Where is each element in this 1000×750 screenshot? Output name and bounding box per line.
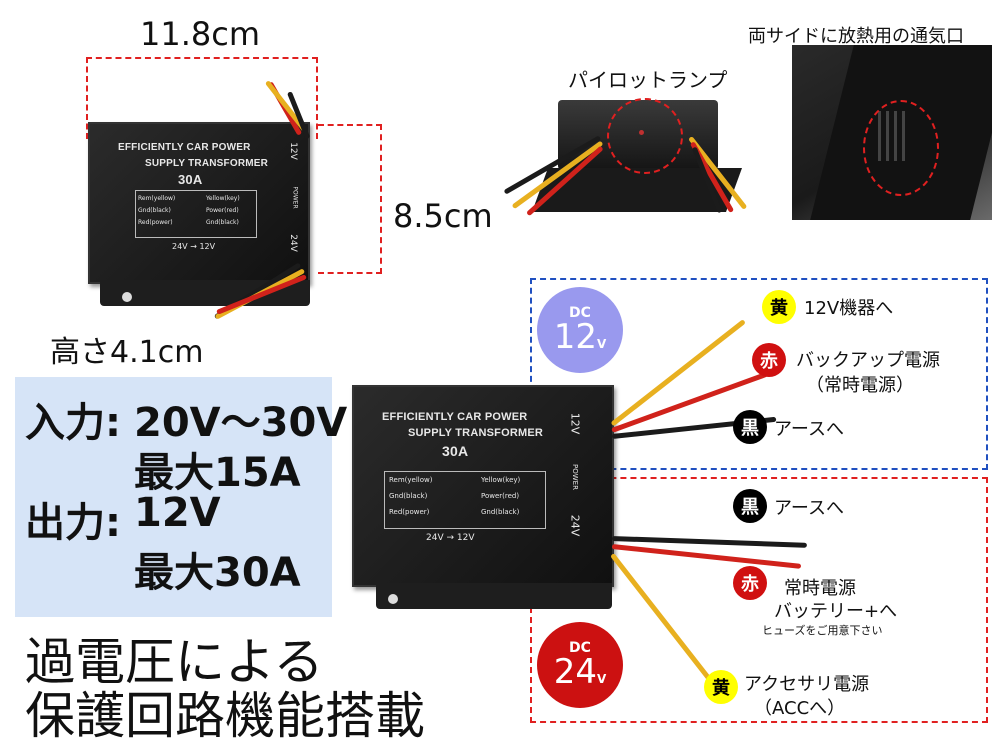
badge-12-black: 黒 <box>733 410 767 444</box>
badge-12-black-text: 黒 <box>741 418 759 439</box>
badge-24-black-text: 黒 <box>741 497 759 518</box>
wire-24-red-sub: バッテリー+へ <box>774 601 898 622</box>
badge-24-black: 黒 <box>733 489 767 523</box>
device-title-2: SUPPLY TRANSFORMER <box>145 158 269 169</box>
device-main-flange <box>376 583 612 609</box>
wire-label-red-left: Red(power) <box>138 219 173 226</box>
device-main-power-label: POWER <box>571 464 580 490</box>
device-main-amp: 30A <box>442 443 469 459</box>
wire-label-gnd-left: Gnd(black) <box>138 207 171 214</box>
spec-panel <box>15 377 332 617</box>
badge-12-red: 赤 <box>752 343 786 377</box>
pilot-lamp-dot <box>639 130 644 135</box>
spec-input-value: 20V〜30V <box>134 400 348 446</box>
wire-12-red-desc: バックアップ電源 <box>796 350 940 371</box>
wire-12-yellow-desc: 12V機器へ <box>804 298 894 319</box>
device-power-label: POWER <box>291 186 299 209</box>
dc24-unit: V <box>596 672 607 686</box>
pilot-lamp-highlight <box>607 98 683 174</box>
wire-24-yellow-sub: （ACCへ） <box>754 698 846 719</box>
dim-depth-box <box>318 124 382 274</box>
badge-12-yellow: 黄 <box>762 290 796 324</box>
spec-output-label: 出力: <box>25 500 121 546</box>
device-main-hole <box>388 594 398 604</box>
badge-24-yellow-text: 黄 <box>712 678 730 699</box>
main-wire-label-power-right: Power(red) <box>481 492 520 500</box>
device-amp: 30A <box>178 172 203 187</box>
device-topleft: EFFICIENTLY CAR POWER SUPPLY TRANSFORMER… <box>88 122 310 284</box>
device-topleft-hole <box>122 292 132 302</box>
badge-24-red-text: 赤 <box>741 574 759 595</box>
main-wire-label-red-left: Red(power) <box>389 508 430 516</box>
dc24-badge: DC 24 V <box>537 622 623 708</box>
main-wire-label-rem: Rem(yellow) <box>389 476 433 484</box>
device-out-label: 12V <box>288 142 299 160</box>
badge-12-red-text: 赤 <box>760 351 778 372</box>
dc12-unit: V <box>596 337 607 351</box>
wire-label-rem: Rem(yellow) <box>138 195 176 202</box>
spec-input-label: 入力: <box>25 400 121 446</box>
pilot-lamp-caption: パイロットランプ <box>568 68 728 92</box>
device-main-in-label: 24V <box>568 514 582 537</box>
badge-24-red: 赤 <box>733 566 767 600</box>
dim-depth-label: 8.5cm <box>393 197 493 235</box>
device-main: EFFICIENTLY CAR POWER SUPPLY TRANSFORMER… <box>352 385 614 587</box>
device-main-out-label: 12V <box>568 412 582 435</box>
main-wire-label-yellow-right: Yellow(key) <box>481 476 521 484</box>
wire-24-red-desc: 常時電源 <box>784 578 856 599</box>
wire-12-black-desc: アースへ <box>774 419 845 440</box>
badge-12-yellow-text: 黄 <box>770 298 788 319</box>
device-main-title-1: EFFICIENTLY CAR POWER <box>382 411 528 423</box>
wire-label-power-right: Power(red) <box>206 207 239 214</box>
device-main-circuit: Rem(yellow) Gnd(black) Red(power) Yellow… <box>384 471 546 529</box>
spec-output-max: 最大30A <box>134 550 301 596</box>
dc12-region <box>530 278 988 470</box>
device-in-label: 24V <box>288 234 299 252</box>
wire-label-gnd-right: Gnd(black) <box>206 219 239 226</box>
device-main-title-2: SUPPLY TRANSFORMER <box>408 427 544 439</box>
dc12-prefix: DC <box>569 305 591 321</box>
badge-24-yellow: 黄 <box>704 670 738 704</box>
vent-highlight <box>863 100 939 196</box>
dc12-badge: DC 12 V <box>537 287 623 373</box>
wire-24-red-note: ヒューズをご用意下さい <box>762 624 883 637</box>
dim-height-label: 高さ4.1cm <box>50 335 204 370</box>
wire-24-yellow-desc: アクセサリ電源 <box>744 674 870 695</box>
dc24-prefix: DC <box>569 640 591 656</box>
dim-width-label: 11.8cm <box>140 15 261 53</box>
vent-caption: 両サイドに放熱用の通気口 <box>748 26 964 47</box>
protection-line-2: 保護回路機能搭載 <box>25 687 425 745</box>
main-wire-label-gnd-right: Gnd(black) <box>481 508 520 516</box>
wire-24-black-desc: アースへ <box>774 498 845 519</box>
device-title-1: EFFICIENTLY CAR POWER <box>118 142 251 153</box>
device-circuit: Rem(yellow) Gnd(black) Red(power) Yellow… <box>135 190 257 238</box>
wire-12-red-sub: （常時電源） <box>806 375 914 396</box>
main-wire-label-gnd-left: Gnd(black) <box>389 492 428 500</box>
dc24-value: 24 <box>553 652 597 692</box>
spec-input-max: 最大15A <box>134 450 301 496</box>
spec-output-value: 12V <box>134 490 221 536</box>
dc12-value: 12 <box>553 317 597 357</box>
device-conversion: 24V → 12V <box>172 242 216 251</box>
protection-line-1: 過電圧による <box>25 633 324 691</box>
device-main-conversion: 24V → 12V <box>426 533 475 543</box>
dim-width-box <box>86 57 318 139</box>
wire-label-yellow-right: Yellow(key) <box>206 195 240 202</box>
